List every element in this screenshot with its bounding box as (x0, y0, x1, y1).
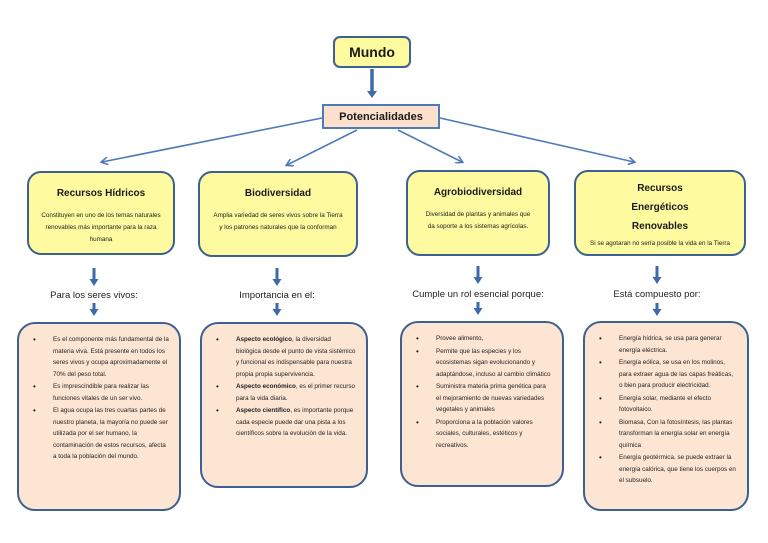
arrow-hub-to-recursos-hidricos (102, 117, 323, 162)
detail-item-text: Biomasa, Con la fotosíntesis, las planta… (619, 418, 733, 449)
details-recursos-hidricos: Es el componente más fundamental de la m… (17, 322, 181, 511)
details-biodiversidad: Aspecto ecológico, la diversidad biológi… (200, 322, 368, 488)
arrow-hub-to-agrobiodiversidad (397, 129, 462, 162)
category-title: Recursos Hídricos (56, 188, 146, 199)
category-description: Amplia variedad de seres vivos sobre la … (213, 212, 343, 231)
details-list: Energía hídrica, se usa para generar ene… (593, 333, 737, 487)
category-recursos-energeticos-renovables: Recursos Energéticos Renovables Si se ag… (574, 170, 746, 256)
category-agrobiodiversidad: Agrobiodiversidad Diversidad de plantas … (406, 170, 550, 256)
details-list: Provee alimento, Permite que las especies… (410, 333, 552, 451)
details-list: Es el componente más fundamental de la m… (27, 334, 169, 463)
detail-item-text: Permite que las especies y los ecosistem… (436, 347, 551, 378)
details-recursos-energeticos: Energía hídrica, se usa para generar ene… (583, 321, 749, 511)
detail-item-text: Es imprescindible para realizar las func… (53, 383, 149, 402)
detail-item-text: , es importante porque cada especie pued… (236, 407, 354, 437)
detail-item-text: Energía eólica, se usa en los molinos, p… (619, 359, 734, 389)
detail-item: Es imprescindible para realizar las func… (33, 381, 169, 404)
root-node-mundo: Mundo (333, 36, 411, 68)
detail-item: Aspecto científico, es importante porque… (216, 405, 356, 440)
detail-item: Aspecto económico, es el primer recurso … (216, 381, 356, 404)
detail-item-emphasis: Aspecto ecológico (236, 336, 292, 343)
detail-item: Biomasa, Con la fotosíntesis, las planta… (599, 417, 737, 452)
category-title: Agrobiodiversidad (433, 187, 523, 198)
arrow-hub-to-recursos-energeticos (439, 117, 634, 162)
arrow-root-to-hub-head (367, 91, 377, 98)
arrow-hub-to-biodiversidad (287, 129, 358, 165)
detail-item: Provee alimento, (416, 333, 552, 345)
detail-item-text: Proporciona a la población valores socia… (436, 418, 533, 449)
detail-item: El agua ocupa las tres cuartas partes de… (33, 405, 169, 463)
hub-node-potencialidades: Potencialidades (322, 104, 440, 129)
category-description: Si se agotaran no sería posible la vida … (590, 240, 731, 247)
detail-item: Suministra materia prima genética para e… (416, 381, 552, 416)
category-description: Diversidad de plantas y animales que da … (425, 211, 531, 230)
detail-item-text: Suministra materia prima genética para e… (436, 383, 546, 413)
connector-label-agrobiodiversidad: Cumple un rol esencial porque: (412, 289, 544, 300)
detail-item-text: El agua ocupa las tres cuartas partes de… (53, 407, 168, 460)
details-agrobiodiversidad: Provee alimento, Permite que las especies… (400, 321, 564, 487)
detail-item-text: , la diversidad biológica desde el punto… (236, 336, 356, 378)
detail-item-emphasis: Aspecto científico (236, 407, 291, 414)
connector-label-biodiversidad: Importancia en el: (239, 290, 315, 301)
connector-label-recursos-energeticos: Está compuesto por: (613, 289, 701, 300)
connector-label-recursos-hidricos: Para los seres vivos: (50, 290, 138, 301)
category-description: Constituyen en uno de los temas naturale… (41, 212, 161, 243)
detail-item: Aspecto ecológico, la diversidad biológi… (216, 334, 356, 380)
root-node-label: Mundo (349, 44, 395, 60)
detail-item-text: Es el componente más fundamental de la m… (53, 336, 169, 378)
detail-item-text: , es el primer recurso para la vida diar… (236, 383, 355, 402)
detail-item-emphasis: Aspecto económico (236, 383, 296, 390)
detail-item-text: Energía hídrica, se usa para generar ene… (619, 335, 722, 354)
detail-item: Permite que las especies y los ecosistem… (416, 346, 552, 381)
detail-item: Proporciona a la población valores socia… (416, 417, 552, 452)
detail-item: Energía geotérmica, se puede extraer la … (599, 452, 737, 487)
down-arrows (89, 266, 662, 316)
detail-item: Energía hídrica, se usa para generar ene… (599, 333, 737, 356)
category-title: Recursos Energéticos Renovables (631, 183, 689, 232)
details-list: Aspecto ecológico, la diversidad biológi… (210, 334, 356, 440)
detail-item-text: Energía solar, mediante el efecto fotovo… (619, 394, 712, 414)
detail-item: Es el componente más fundamental de la m… (33, 334, 169, 380)
category-recursos-hidricos: Recursos Hídricos Constituyen en uno de … (27, 171, 175, 255)
detail-item-text: Energía geotérmica, se puede extraer la … (619, 454, 736, 484)
detail-item: Energía eólica, se usa en los molinos, p… (599, 357, 737, 392)
detail-item-text: Provee alimento, (436, 335, 484, 342)
detail-item: Energía solar, mediante el efecto fotovo… (599, 393, 737, 416)
category-biodiversidad: Biodiversidad Amplia variedad de seres v… (198, 171, 358, 257)
category-title: Biodiversidad (244, 188, 312, 199)
hub-node-label: Potencialidades (339, 110, 423, 123)
